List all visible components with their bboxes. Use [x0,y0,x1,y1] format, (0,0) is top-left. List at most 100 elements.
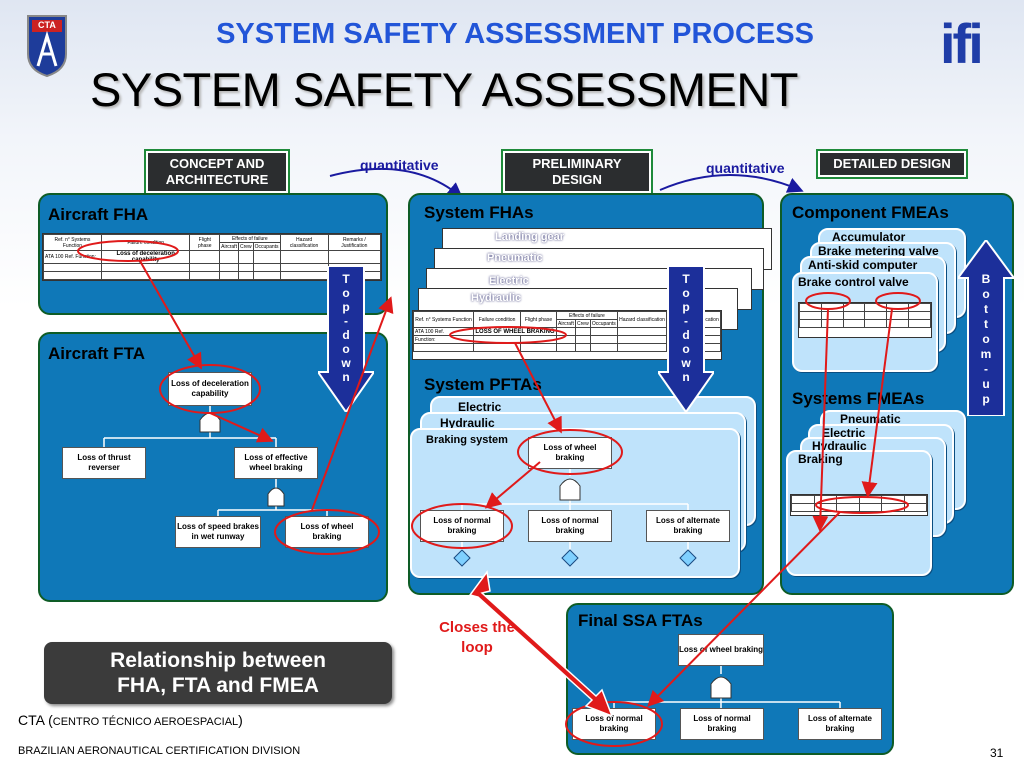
sfmea-card-braking: Braking [786,450,932,576]
sfha-sub-crew: Crew [574,319,591,328]
ifi-logo-text: ifi [940,12,984,75]
fha-row-ref: ATA 100 Ref. Function: [43,250,102,264]
component-fmeas-title: Component FMEAs [792,203,949,222]
final-ssa-title: Final SSA FTAs [578,611,703,630]
footer-division: BRAZILIAN AERONAUTICAL CERTIFICATION DIV… [18,745,301,757]
sfmea-card-label: Braking [798,452,843,466]
header-title: SYSTEM SAFETY ASSESSMENT PROCESS [216,18,814,50]
fta-node-speed-brakes: Loss of speed brakes in wet runway [175,516,261,548]
stage-concept: CONCEPT AND ARCHITECTURE [146,151,288,193]
system-fhas-title: System FHAs [424,203,534,222]
cta-logo: CTA [26,14,68,78]
sfha-row-function: Function: [413,335,474,344]
header-subtitle: SYSTEM SAFETY ASSESSMENT [90,63,799,116]
fta-node-thrust-reverser: Loss of thrust reverser [62,447,146,479]
cta-logo-text: CTA [38,20,56,30]
relationship-text: Relationship between FHA, FTA and FMEA [110,649,326,697]
sfha-col-phase: Flight phase [520,311,557,328]
system-pftas-title: System PFTAs [424,375,542,394]
fha-sheet-label: Hydraulic [471,292,522,304]
sfha-col-ref: Ref. n° Systems Function [413,311,474,328]
fha-col-hazard: Hazard classification [279,234,329,251]
sfha-sub-aircraft: Aircraft [555,319,576,328]
topdown-letter: T [342,272,350,286]
aircraft-fta-title: Aircraft FTA [48,344,145,363]
bottomup-letter: m [980,347,992,361]
bottomup-letter: t [984,317,988,331]
final-top-event: Loss of wheel braking [678,634,764,666]
topdown-letter: n [682,370,690,384]
bottomup-arrow [958,240,1014,416]
topdown-letter: T [682,272,690,286]
aircraft-fha-title: Aircraft FHA [48,205,149,224]
pfta-card-label: Braking system [426,434,508,446]
sfha-col-effects: Effects of failure [555,311,618,320]
topdown-letter: d [342,328,350,342]
topdown-letter: p [682,300,690,314]
bottomup-letter: - [984,362,988,376]
sfha-col-failure: Failure condition [472,311,522,328]
final-node-normal-1: Loss of normal braking [572,708,656,740]
bottomup-letter: u [982,377,990,391]
fha-col-failure: Failure condition [100,234,191,251]
ifi-logo: ifi [940,16,1002,72]
fmea-card-control-valve: Brake control valve [792,272,938,372]
fta-node-effective-braking: Loss of effective wheel braking [234,447,318,479]
fha-sub-crew: Crew [237,242,254,251]
topdown-letter: - [344,314,348,328]
topdown-letter: o [342,342,350,356]
pfta-node-normal-2: Loss of normal braking [528,510,612,542]
topdown-letter: w [341,356,351,370]
bottomup-letter: p [982,392,990,406]
topdown-letter: - [684,314,688,328]
fha-col-phase: Flight phase [189,234,221,251]
topdown-letter: o [682,286,690,300]
bottomup-letter: o [982,332,990,346]
fmea-card-label: Anti-skid computer [808,258,918,272]
bottomup-letter: o [982,287,990,301]
fha-sub-aircraft: Aircraft [219,242,239,251]
sfha-row-ref: ATA 100 Ref. [413,327,474,336]
fmea-card-label: Accumulator [832,230,906,244]
topdown-letter: d [682,328,690,342]
fha-sub-occupants: Occupants [252,242,281,251]
fmea-card-label: Brake control valve [798,275,909,289]
systems-fmeas-title: Systems FMEAs [792,389,925,408]
stage-preliminary: PRELIMINARY DESIGN [503,151,651,193]
topdown-letter: o [682,342,690,356]
footer-cta-prefix: CTA ( [18,712,53,728]
topdown-letter: w [681,356,691,370]
closes-loop-label: Closes the loop [439,619,515,656]
fha-sheet-label: Electric [489,275,529,287]
fha-col-remarks: Remarks / Justification [327,234,381,251]
final-node-normal-2: Loss of normal braking [680,708,764,740]
fmea-card-label: Brake metering valve [818,244,939,258]
topdown-letter: n [342,370,350,384]
page-number: 31 [990,746,1004,760]
sfmea-card-label: Electric [822,426,866,440]
pfta-card-label: Electric [458,400,502,414]
fmea-table [798,302,932,338]
bottomup-letter: B [981,272,991,286]
relationship-box: Relationship between FHA, FTA and FMEA [44,642,392,704]
fta-top-event: Loss of deceleration capability [168,372,252,406]
topdown-letter: o [342,286,350,300]
topdown-arrow-right [658,266,714,412]
sfha-loss-row: LOSS OF WHEEL BRAKING [473,327,557,336]
fha-sheet-label: Landing gear [495,231,565,243]
bottomup-letter: t [984,302,988,316]
quantitative-label-2: quantitative [706,160,785,176]
fha-col-ref: Ref. n° Systems Function [43,234,102,251]
topdown-letter: p [342,300,350,314]
final-node-alternate: Loss of alternate braking [798,708,882,740]
stage-detailed: DETAILED DESIGN [818,151,966,177]
sfmea-table [790,494,928,516]
footer-cta: CTA (CENTRO TÉCNICO AEROESPACIAL) [18,712,243,728]
sfha-sub-occupants: Occupants [589,319,618,328]
fha-row-failure: Loss of deceleration capability [100,250,191,264]
fha-col-effects: Effects of failure [219,234,281,243]
footer-cta-name: CENTRO TÉCNICO AEROESPACIAL [52,716,239,728]
pfta-card-label: Hydraulic [440,416,495,430]
